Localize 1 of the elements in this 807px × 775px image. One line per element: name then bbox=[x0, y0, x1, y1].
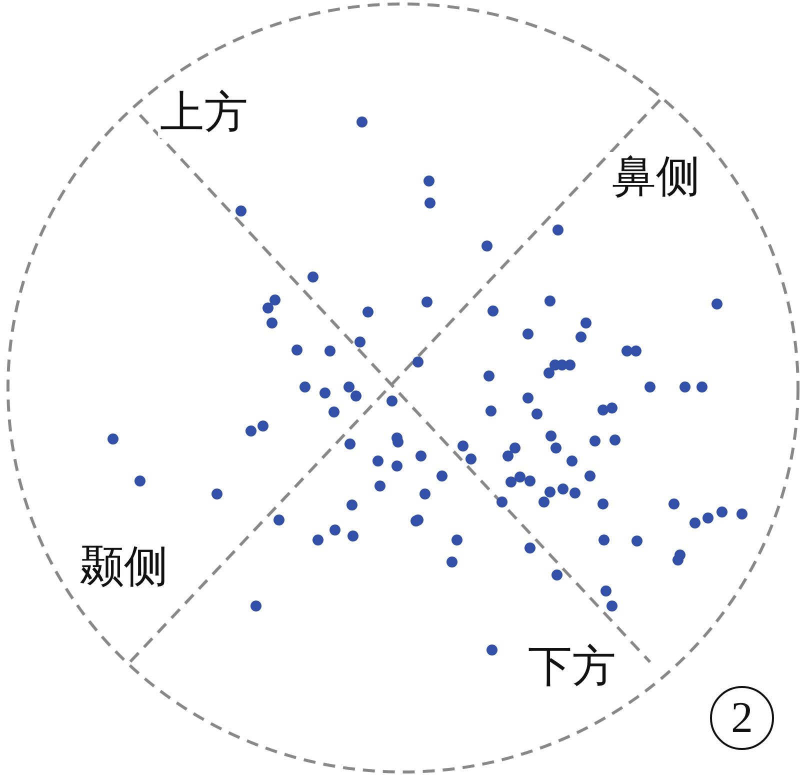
circled-number: 2 bbox=[710, 686, 774, 750]
